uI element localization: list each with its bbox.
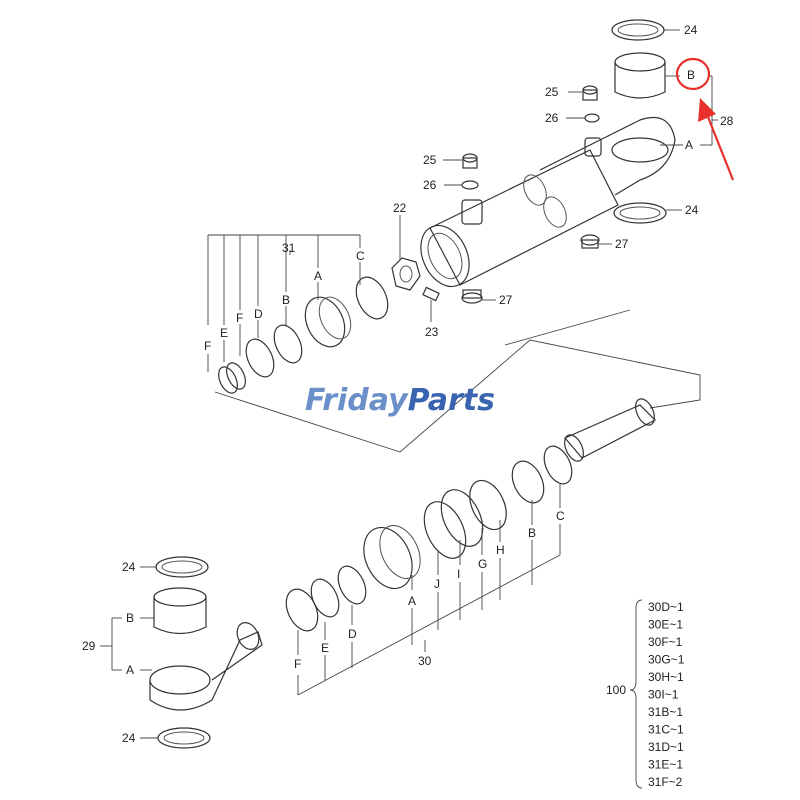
callout-31: 31 xyxy=(282,241,296,255)
leader-lines xyxy=(100,29,718,789)
callout-a: A xyxy=(685,138,693,152)
o-ring-26-upper xyxy=(584,113,600,123)
seal-ring-24-top-inner xyxy=(617,23,659,37)
kit-item: 30F~1 xyxy=(648,635,683,649)
bushing-b-top xyxy=(614,52,666,99)
callout-a: A xyxy=(126,663,134,677)
piston-rod xyxy=(564,398,657,462)
bolt-27-right xyxy=(580,234,600,249)
highlight-circle xyxy=(675,57,711,91)
watermark-part2: Parts xyxy=(408,383,495,418)
kit-item: 31E~1 xyxy=(648,758,683,772)
callout-25: 25 xyxy=(545,85,559,99)
callout-b: B xyxy=(126,611,134,625)
callout-g: G xyxy=(478,557,487,571)
bushing-b-bottom xyxy=(153,587,207,635)
callout-i: I xyxy=(457,567,460,581)
kit-label: 100 xyxy=(606,683,626,697)
grease-fitting-25-lower xyxy=(462,153,478,169)
callout-d: D xyxy=(348,627,357,641)
callout-29: 29 xyxy=(82,639,96,653)
kit-items: 30D~1 30E~1 30F~1 30G~1 30H~1 30I~1 31B~1 31C~1… xyxy=(648,600,685,789)
piston-kit-boundary xyxy=(214,339,701,453)
kit-item: 31C~1 xyxy=(648,723,684,737)
bolt-27-left xyxy=(461,289,483,304)
watermark-logo: FridayParts xyxy=(305,383,495,418)
callout-b: B xyxy=(282,293,290,307)
callout-24: 24 xyxy=(122,560,136,574)
piston-assembly-31 xyxy=(218,276,389,394)
highlight-arrow-head xyxy=(698,98,716,122)
kit-item: 30I~1 xyxy=(648,688,679,702)
grease-fitting-25-upper xyxy=(582,85,598,101)
seal-kit-list: 100 30D~130E~130F~130G~130H~130I~131B~13… xyxy=(606,600,685,789)
callout-f: F xyxy=(204,339,211,353)
seal-ring-24-top xyxy=(611,19,665,41)
kit-item: 30E~1 xyxy=(648,618,683,632)
kit-item: 30G~1 xyxy=(648,653,685,667)
callout-24: 24 xyxy=(122,731,136,745)
callout-h: H xyxy=(496,543,505,557)
callout-27: 27 xyxy=(615,237,629,251)
callout-24: 24 xyxy=(684,23,698,37)
set-screw-23 xyxy=(422,286,440,302)
callout-a: A xyxy=(408,594,416,608)
seal-ring-24-bottom-lower xyxy=(157,727,211,749)
kit-item: 31D~1 xyxy=(648,740,684,754)
highlight-arrow-shaft xyxy=(704,111,735,181)
callout-j: J xyxy=(434,577,440,591)
o-ring-26-lower xyxy=(461,180,479,190)
callout-24: 24 xyxy=(685,203,699,217)
callout-c: C xyxy=(356,249,365,263)
seal-ring-24-lower xyxy=(613,202,667,224)
callout-28: 28 xyxy=(720,114,734,128)
callout-e: E xyxy=(220,326,228,340)
seal-ring-24-bottom-upper xyxy=(155,556,209,578)
callout-e: E xyxy=(321,641,329,655)
callout-26: 26 xyxy=(423,178,437,192)
callout-26: 26 xyxy=(545,111,559,125)
callout-22: 22 xyxy=(393,201,407,215)
callout-f: F xyxy=(236,311,243,325)
kit-item: 31F~2 xyxy=(648,775,683,789)
kit-item: 30H~1 xyxy=(648,670,684,684)
kit-item: 31B~1 xyxy=(648,705,683,719)
callout-a: A xyxy=(314,269,322,283)
callout-30: 30 xyxy=(418,654,432,668)
highlight-annotation xyxy=(675,57,735,181)
callout-23: 23 xyxy=(425,325,439,339)
callout-labels: 24 B 28 A 24 25 26 27 25 26 27 22 23 31 … xyxy=(82,23,734,745)
callout-b: B xyxy=(528,526,536,540)
rod-assembly-30 xyxy=(285,445,573,632)
rod-eye-29 xyxy=(149,622,263,711)
callout-25: 25 xyxy=(423,153,437,167)
lock-nut-22 xyxy=(391,257,421,291)
callout-f: F xyxy=(294,657,301,671)
cylinder-tube xyxy=(420,116,676,288)
callout-c: C xyxy=(556,509,565,523)
kit-item: 30D~1 xyxy=(648,600,684,614)
watermark-part1: Friday xyxy=(305,383,409,418)
callout-d: D xyxy=(254,307,263,321)
callout-b: B xyxy=(687,68,695,82)
callout-27: 27 xyxy=(499,293,513,307)
